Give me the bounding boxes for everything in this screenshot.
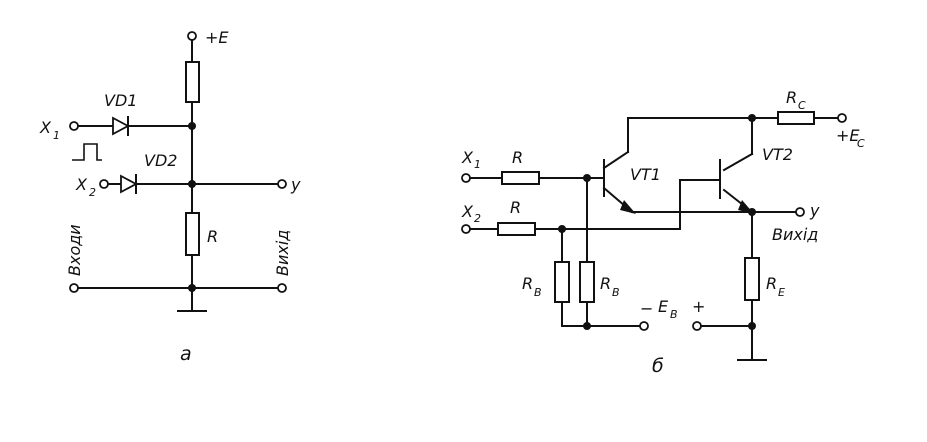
- resistor-label-a: R: [207, 227, 218, 246]
- bias-plus-terminal: [692, 321, 702, 331]
- figure-label-a: а: [180, 343, 192, 365]
- diode-vd2: [120, 174, 138, 194]
- re-label: R: [766, 274, 777, 293]
- rb1-label: R: [522, 274, 533, 293]
- input1-sub-b: 1: [474, 158, 481, 171]
- resistor-re: [744, 257, 760, 301]
- input2-label-b: X: [461, 202, 474, 221]
- output-terminal-b: [795, 207, 805, 217]
- diode2-label: VD2: [144, 151, 177, 170]
- input1-terminal-a: [69, 121, 79, 131]
- resistor-top-a: [185, 61, 200, 103]
- resistor-r2-b: [497, 222, 536, 236]
- supply-terminal-b: [837, 113, 847, 123]
- vt2-label: VT2: [762, 145, 793, 164]
- supply-label-a: +E: [205, 28, 229, 47]
- input2-sub-b: 2: [474, 212, 481, 225]
- output-label-a: y: [290, 175, 301, 194]
- diode-vd1: [112, 116, 130, 136]
- junction: [583, 174, 591, 182]
- supply-terminal-a: [187, 31, 197, 41]
- rb2-label: R: [600, 274, 611, 293]
- resistor-r1-b: [501, 171, 540, 185]
- input2-label-a: X: [75, 175, 88, 194]
- junction: [188, 180, 196, 188]
- junction: [748, 114, 756, 122]
- junction: [583, 322, 591, 330]
- bias-minus-terminal: [639, 321, 649, 331]
- bias-minus-label: −: [640, 299, 653, 318]
- resistor-rb2: [579, 261, 595, 303]
- diode1-label: VD1: [104, 91, 137, 110]
- resistor-rb1: [554, 261, 570, 303]
- rb1-sub: B: [534, 286, 542, 299]
- junction: [748, 322, 756, 330]
- output-caption-b: Вихід: [772, 225, 818, 244]
- pulse-icon: [72, 143, 102, 161]
- bias-sub: B: [670, 308, 678, 321]
- output-terminal-a: [277, 179, 287, 189]
- junction: [188, 122, 196, 130]
- junction: [748, 208, 756, 216]
- input2-sub-a: 2: [89, 186, 96, 199]
- rc-label: R: [786, 88, 797, 107]
- resistor-r-a: [185, 212, 200, 256]
- input1-label-b: X: [461, 148, 474, 167]
- input2-terminal-b: [461, 224, 471, 234]
- circuit-b: X 1 R X 2 R R B R B − E B +: [461, 88, 865, 377]
- rb2-sub: B: [612, 286, 620, 299]
- circuit-a: +E R X 1 VD1 X 2 VD2 y: [39, 28, 301, 365]
- r2-label: R: [510, 198, 521, 217]
- vt1-emitter-arrow: [620, 200, 636, 214]
- vt2-collector: [722, 152, 754, 172]
- bias-label: E: [658, 297, 669, 316]
- input1-sub-a: 1: [53, 129, 60, 142]
- inputs-caption: Входи: [65, 224, 84, 276]
- re-sub: E: [778, 286, 785, 299]
- output-label-b: y: [809, 201, 820, 220]
- resistor-rc: [777, 111, 815, 125]
- common-terminal-in-a: [69, 283, 79, 293]
- input1-label-a: X: [39, 118, 52, 137]
- input1-terminal-b: [461, 173, 471, 183]
- vt1-label: VT1: [630, 165, 661, 184]
- r1-label: R: [512, 148, 523, 167]
- supply-label-b: +E: [836, 126, 860, 145]
- vt1-collector: [602, 150, 630, 170]
- supply-sub-b: C: [857, 137, 865, 150]
- figure-label-b: б: [652, 355, 664, 377]
- common-terminal-out-a: [277, 283, 287, 293]
- bias-plus-label: +: [692, 297, 705, 316]
- junction: [558, 225, 566, 233]
- rc-sub: C: [798, 99, 806, 112]
- input2-terminal-a: [99, 179, 109, 189]
- output-caption-a: Вихід: [273, 230, 292, 276]
